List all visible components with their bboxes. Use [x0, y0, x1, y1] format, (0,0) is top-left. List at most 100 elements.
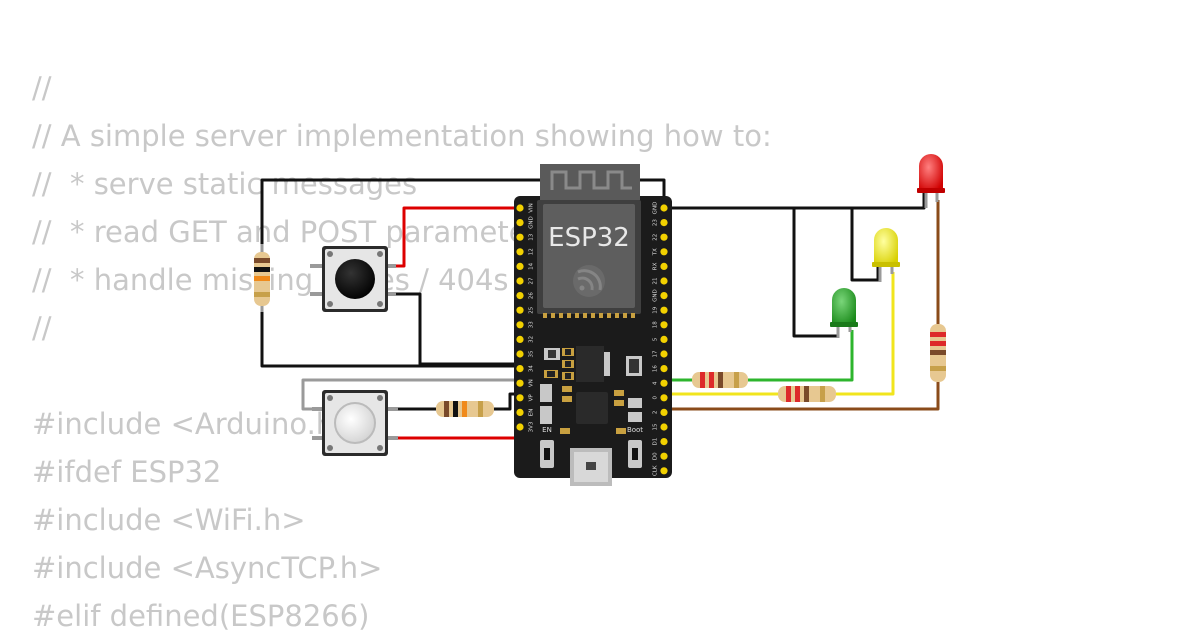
pin-label: GND: [653, 289, 659, 302]
pin-0: [660, 394, 668, 402]
pin-label: D0: [653, 452, 659, 460]
pin-4: [660, 379, 668, 387]
button-cap-black[interactable]: [335, 259, 375, 299]
pin-25: [516, 306, 524, 314]
esp32-shield: [543, 204, 635, 308]
pin-2: [660, 408, 668, 416]
pin-label: 19: [653, 306, 659, 313]
pin-32: [516, 335, 524, 343]
pin-label: 3V3: [529, 421, 535, 432]
wire-yellow-led: [836, 272, 895, 396]
pin-16: [660, 365, 668, 373]
resistor-button: [436, 401, 494, 417]
pin-gnd: [516, 219, 524, 227]
code-line: // * serve static messages: [32, 167, 418, 201]
pin-en: [516, 408, 524, 416]
pushbutton-black[interactable]: [310, 246, 396, 312]
pin-label: GND: [653, 202, 659, 215]
pin-label: 4: [653, 381, 659, 385]
board-components: [540, 346, 642, 434]
pin-label: VIN: [529, 203, 535, 213]
code-background: // // A simple server implementation show…: [32, 64, 772, 640]
code-line: #ifdef ESP32: [32, 455, 222, 489]
resistor-green-led: [692, 372, 748, 388]
wire-black-left-bottom: [260, 310, 520, 368]
code-line: //: [32, 311, 52, 345]
pin-label: 27: [529, 277, 535, 284]
pin-label: 15: [653, 423, 659, 430]
code-line: #elif defined(ESP8266): [32, 599, 370, 633]
pin-clk: [660, 467, 668, 475]
pin-gnd: [660, 292, 668, 300]
pin-22: [660, 233, 668, 241]
pin-label: 17: [653, 350, 659, 357]
pin-label: VN: [529, 379, 535, 387]
wire-red-vin: [388, 206, 520, 268]
pin-label: 32: [529, 336, 535, 343]
pin-label: RX: [653, 262, 659, 270]
pin-18: [660, 321, 668, 329]
pin-label: 13: [529, 233, 535, 240]
pin-label: GND: [529, 216, 535, 229]
pin-label: 12: [529, 248, 535, 255]
pin-label: 21: [653, 278, 659, 285]
pin-label: 35: [529, 350, 535, 357]
pin-label: VP: [529, 394, 535, 402]
led-green: [830, 288, 858, 338]
pin-label: 34: [529, 365, 535, 372]
boot-label: Boot: [627, 426, 643, 434]
pin-rx: [660, 262, 668, 270]
pin-label: 0: [653, 396, 659, 400]
wire-black-gnd-red: [664, 193, 926, 210]
pin-19: [660, 306, 668, 314]
button-cap-white[interactable]: [334, 402, 376, 444]
wire-brown-pin2: [664, 382, 940, 411]
antenna-trace: [550, 170, 632, 190]
pin-label: 16: [653, 365, 659, 372]
en-label: EN: [542, 426, 552, 434]
pin-label: 14: [529, 262, 535, 269]
pin-vn: [516, 379, 524, 387]
resistor-yellow-led: [778, 386, 836, 402]
pin-d1: [660, 438, 668, 446]
wire-green-led: [748, 330, 854, 382]
pin-33: [516, 321, 524, 329]
espressif-logo-icon: [573, 265, 605, 297]
pin-label: 23: [653, 219, 659, 226]
pin-vp: [516, 394, 524, 402]
pin-34: [516, 365, 524, 373]
pin-15: [660, 423, 668, 431]
pin-14: [516, 262, 524, 270]
pin-3v3: [516, 423, 524, 431]
code-line: #include <AsyncTCP.h>: [32, 551, 383, 585]
pin-label: TX: [653, 248, 659, 256]
pin-label: 26: [529, 292, 535, 299]
pin-21: [660, 277, 668, 285]
pin-label: CLK: [653, 465, 659, 476]
pin-label: EN: [529, 409, 535, 417]
pin-label: D1: [653, 438, 659, 446]
wire-black-gnd-yellow: [850, 208, 880, 282]
pin-label: 33: [529, 321, 535, 328]
code-line: //: [32, 71, 52, 105]
wire-black-button-lead: [388, 292, 520, 366]
pin-17: [660, 350, 668, 358]
pushbutton-white[interactable]: [312, 390, 398, 456]
pin-27: [516, 277, 524, 285]
pin-gnd: [660, 204, 668, 212]
wire-black-top-loop: [260, 178, 666, 262]
pin-5: [660, 335, 668, 343]
pin-12: [516, 248, 524, 256]
esp32-board: ESP32: [514, 164, 672, 486]
pin-13: [516, 233, 524, 241]
resistor-red-led: [930, 324, 946, 382]
pin-d0: [660, 452, 668, 460]
pin-vin: [516, 204, 524, 212]
code-line: // A simple server implementation showin…: [32, 119, 772, 153]
pin-label: 18: [653, 321, 659, 328]
pin-label: 5: [653, 337, 659, 341]
code-line: #include <WiFi.h>: [32, 503, 306, 537]
pin-23: [660, 219, 668, 227]
resistor-pullup: [254, 244, 270, 312]
esp32-label: ESP32: [548, 223, 630, 253]
